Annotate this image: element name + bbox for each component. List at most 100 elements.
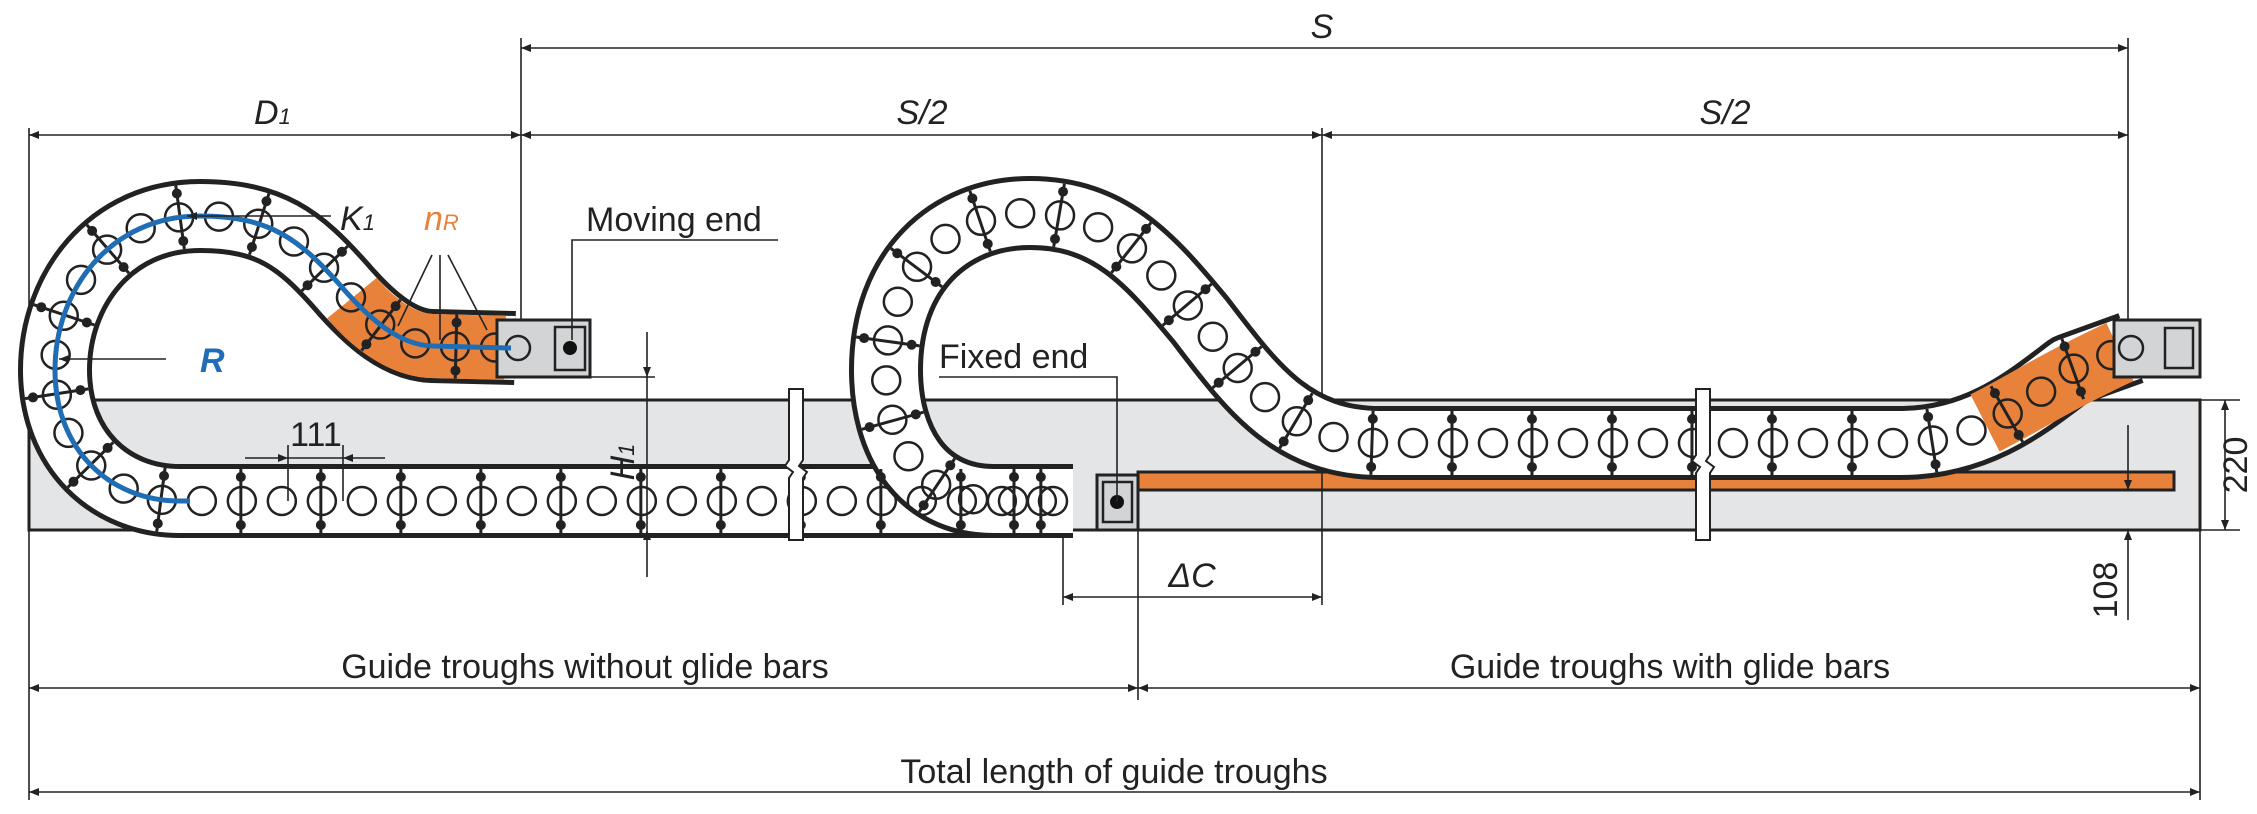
break-marks — [783, 388, 1716, 541]
chain-pin — [666, 485, 698, 517]
chain-pin — [266, 485, 298, 517]
chain-pin — [871, 365, 902, 396]
chain-rivet — [930, 277, 941, 288]
chain-rivet — [2075, 386, 2086, 397]
fixed-end-label: Fixed end — [939, 338, 1088, 376]
chain-pin — [278, 226, 310, 257]
chain-pin — [125, 212, 156, 244]
chain-rivet — [81, 317, 92, 328]
chain-pin — [826, 485, 858, 517]
with-glide-bars-label: Guide troughs with glide bars — [1450, 648, 1890, 686]
chain-rivet — [27, 392, 38, 403]
chain-rivet — [982, 238, 993, 249]
chain-pin — [48, 300, 80, 332]
chain-rivet — [1163, 315, 1174, 326]
chain-pin — [108, 473, 139, 504]
d1-label: D1 — [254, 94, 291, 132]
total-length-label: Total length of guide troughs — [900, 753, 1327, 791]
chain-rivet — [159, 470, 170, 481]
chain-pin — [965, 205, 997, 237]
chain-rivet — [875, 520, 886, 530]
chain-pin — [1797, 427, 1829, 459]
chain-pin — [2025, 376, 2057, 407]
chain-pin — [1318, 421, 1349, 453]
chain-rivet — [875, 472, 886, 482]
chain-pin — [1397, 427, 1429, 459]
chain-rivet — [1009, 520, 1019, 530]
pitch-label: 111 — [290, 416, 342, 454]
chain-pin — [1222, 352, 1253, 384]
chain-rivet — [864, 422, 875, 433]
chain-rivet — [36, 302, 47, 313]
moving-end-label: Moving end — [586, 201, 762, 239]
chain-rivet — [1686, 462, 1697, 472]
radius-label: R — [200, 342, 225, 380]
orange-links-right — [1970, 323, 2134, 452]
chain-pin — [2058, 353, 2089, 384]
chain-pin — [930, 223, 961, 255]
half-stroke-left-label: S/2 — [896, 94, 947, 132]
chain-rivet — [1686, 414, 1697, 424]
chain-pin — [882, 286, 914, 317]
chain-pin — [1004, 198, 1036, 229]
chain-pin — [586, 485, 618, 517]
chain-rivet — [395, 520, 406, 530]
chain-pin — [1877, 427, 1909, 459]
chain-pin — [1146, 260, 1177, 291]
chain-pin — [426, 485, 458, 517]
chain-pin — [1249, 381, 1281, 413]
chain-rivet — [1526, 462, 1537, 472]
chain-rivet — [1846, 414, 1857, 424]
chain-pin — [364, 309, 396, 340]
stroke-label: S — [1311, 8, 1334, 46]
chain-rivet — [715, 472, 726, 482]
chain-pin — [1956, 415, 1987, 446]
chain-rivet — [859, 333, 870, 344]
chain-rivet — [1446, 414, 1457, 424]
chain-pin — [1172, 290, 1204, 321]
chain-rivet — [1606, 462, 1617, 472]
chain-pin — [308, 252, 340, 284]
chain-rivet — [336, 246, 347, 257]
chain-pin — [53, 417, 84, 449]
chain-rivet — [1446, 462, 1457, 472]
chain-rivet — [635, 520, 646, 530]
chain-pin — [1717, 427, 1749, 459]
chain-rivet — [955, 520, 966, 530]
chain-rivet — [1766, 414, 1777, 424]
chain-pin — [76, 450, 107, 481]
chain-rivet — [910, 409, 921, 420]
chain-rivet — [75, 385, 86, 396]
chain-rivet — [118, 262, 129, 273]
chain-rivet — [361, 339, 372, 350]
chain-pin — [901, 251, 933, 283]
chain-pin — [1037, 485, 1069, 517]
chain-rivet — [1303, 395, 1314, 406]
moving-end-bracket-right — [2112, 318, 2202, 379]
chain-rivet — [906, 339, 917, 350]
chain-rivet — [302, 280, 313, 291]
chain-rivet — [1213, 377, 1224, 388]
chain-rivet — [715, 520, 726, 530]
chain-rivet — [1606, 414, 1617, 424]
chain-rivet — [1058, 186, 1069, 197]
chain-pin — [335, 282, 367, 313]
chain-pin — [242, 208, 274, 240]
chain-pin — [893, 440, 924, 472]
chain-rivet — [892, 248, 903, 259]
trough-height-label: 220 — [2217, 437, 2255, 494]
delta-c-label: ΔC — [1167, 557, 1216, 595]
chain-rivet — [451, 317, 462, 328]
chain-rivet — [450, 365, 461, 376]
chain-rivet — [68, 476, 79, 487]
glide-bar-height-label: 108 — [2087, 562, 2125, 619]
chain-rivet — [2059, 341, 2070, 352]
chain-pin — [920, 469, 952, 500]
chain-rivet — [1035, 472, 1046, 482]
chain-rivet — [395, 472, 406, 482]
without-glide-bars-label: Guide troughs without glide bars — [341, 648, 829, 686]
chain-rivet — [1009, 472, 1019, 482]
chain-rivet — [178, 236, 189, 247]
chain-rivet — [555, 472, 566, 482]
